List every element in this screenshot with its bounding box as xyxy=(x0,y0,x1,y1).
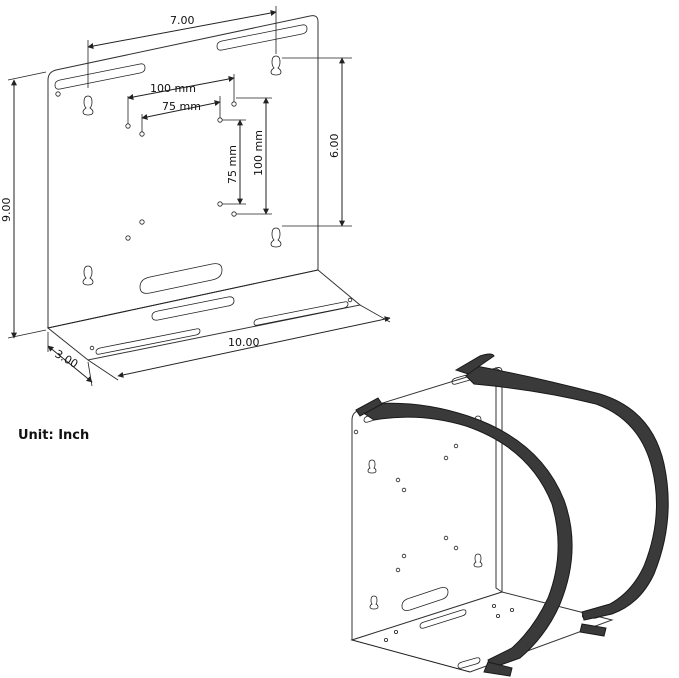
dim-base-length: 10.00 xyxy=(228,336,260,349)
dim-vesa-100-h: 100 mm xyxy=(150,82,196,95)
dim-vesa-75-v: 75 mm xyxy=(226,145,239,184)
technical-drawing: 7.00 9.00 6.00 10.00 3.00 100 mm 75 mm xyxy=(0,6,391,387)
dim-height-right: 6.00 xyxy=(328,134,341,159)
dim-vesa-75-h: 75 mm xyxy=(162,100,201,113)
dim-top-width: 7.00 xyxy=(170,14,195,27)
strap-bracket-holes xyxy=(353,415,611,669)
back-plate xyxy=(47,15,319,329)
dim-vesa-100-v: 100 mm xyxy=(252,130,265,176)
strap-front xyxy=(361,402,573,669)
dim-height-left: 9.00 xyxy=(0,198,13,223)
keyhole-icon xyxy=(82,55,282,286)
bracket-with-straps xyxy=(350,353,669,677)
unit-label: Unit: Inch xyxy=(18,428,90,443)
strap-back xyxy=(465,365,669,621)
